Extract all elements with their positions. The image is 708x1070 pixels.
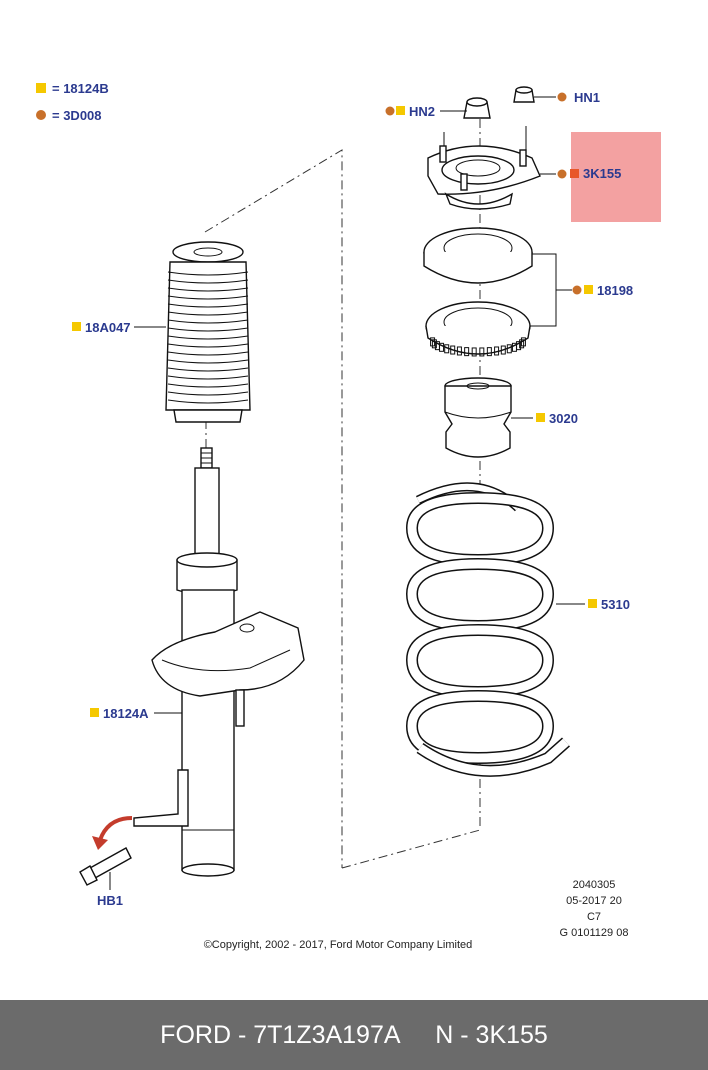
hn1-circle-icon: [557, 92, 567, 102]
bearing-tooth: [506, 344, 512, 354]
rotation-arrow-icon: [98, 816, 133, 841]
coil-spring: [406, 482, 570, 777]
bearing-tooth: [486, 347, 492, 357]
callout-3020: 3020: [549, 411, 578, 426]
rotation-arrowhead-icon: [92, 836, 108, 850]
bearing-tooth: [471, 347, 477, 357]
boot-rib: [167, 383, 249, 388]
boot-rib: [167, 391, 249, 396]
bump-stop: [444, 377, 512, 458]
callout-hn2: HN2: [409, 104, 435, 119]
bearing-tooth: [516, 341, 522, 351]
nut-hn1: [513, 86, 535, 103]
spring-tail: [416, 737, 570, 777]
bearing-tooth: [450, 345, 456, 355]
spring-coil: [406, 557, 555, 633]
footer-ford-code: N - 3K155: [435, 1020, 548, 1049]
p3020-square-icon: [536, 413, 545, 422]
footer-bar: FORD - 7T1Z3A197A N - 3K155: [0, 1000, 708, 1070]
strut-exploded-diagram: = 18124B = 3D008: [36, 81, 661, 951]
boot-rib: [167, 343, 249, 348]
boot-rib: [167, 279, 249, 284]
p18198-square-icon: [584, 285, 593, 294]
upper-bearing-seat: [423, 227, 533, 284]
meta-line-3: C7: [587, 911, 601, 923]
piston-rod: [194, 447, 220, 559]
spring-coil: [406, 689, 555, 765]
boot-rib: [167, 327, 249, 332]
boot-rib: [167, 271, 249, 276]
p5310-square-icon: [588, 599, 597, 608]
bearing-tooth: [464, 347, 470, 357]
callout-5310: 5310: [601, 597, 630, 612]
boot-rib: [167, 287, 249, 292]
boot-rib: [167, 335, 249, 340]
footer-part-number: FORD - 7T1Z3A197A: [160, 1020, 401, 1049]
boot-rib: [167, 351, 249, 356]
hn2-circle-icon: [385, 106, 395, 116]
bearing-tooth: [439, 342, 445, 352]
legend-circle-text: = 3D008: [52, 108, 102, 123]
callout-hn1: HN1: [574, 90, 600, 105]
callout-hb1: HB1: [97, 893, 123, 908]
lower-bearing: [425, 301, 531, 357]
legend-circle-icon: [36, 110, 46, 120]
bearing-tooth: [520, 337, 526, 347]
spring-coil: [406, 623, 555, 699]
top-mount: [427, 145, 541, 210]
bearing-tooth: [431, 339, 437, 349]
meta-line-1: 2040305: [573, 879, 616, 891]
p18198-circle-icon: [572, 285, 582, 295]
boot-rib: [167, 295, 249, 300]
boot-rib: [167, 367, 249, 372]
dust-boot: [165, 241, 251, 423]
bearing-tooth: [456, 346, 462, 356]
p18a047-square-icon: [72, 322, 81, 331]
legend-square-icon: [36, 83, 46, 93]
bearing-tooth: [494, 346, 500, 356]
centerline-bottom-join: [341, 829, 481, 869]
boot-rib: [167, 359, 249, 364]
footer-spacer: [401, 1021, 436, 1050]
callout-18a047: 18A047: [85, 320, 131, 335]
spring-coil: [406, 491, 555, 567]
bolt-hb1: [79, 847, 132, 886]
highlight-box: [571, 132, 661, 222]
boot-rib: [167, 375, 249, 380]
bearing-tooth: [500, 345, 506, 355]
copyright-text: ©Copyright, 2002 - 2017, Ford Motor Comp…: [204, 939, 473, 951]
boot-rib: [167, 303, 249, 308]
p18124a-square-icon: [90, 708, 99, 717]
meta-line-4: G 0101129 08: [560, 927, 629, 939]
boot-rib: [167, 319, 249, 324]
callout-3k155: 3K155: [583, 166, 621, 181]
nut-hn2: [463, 97, 491, 119]
centerline-left: [204, 149, 343, 868]
legend-square-text: = 18124B: [52, 81, 109, 96]
bearing-tooth: [444, 344, 450, 354]
callout-18124a: 18124A: [103, 706, 149, 721]
k3k155-circle-icon: [557, 169, 567, 179]
callout-18198: 18198: [597, 283, 633, 298]
strut-body: [133, 552, 305, 877]
k3k155-square-icon: [570, 169, 579, 178]
meta-line-2: 05-2017 20: [566, 895, 622, 907]
hn2-square-icon: [396, 106, 405, 115]
bearing-tooth: [479, 347, 485, 357]
boot-rib: [167, 399, 249, 404]
boot-rib: [167, 311, 249, 316]
